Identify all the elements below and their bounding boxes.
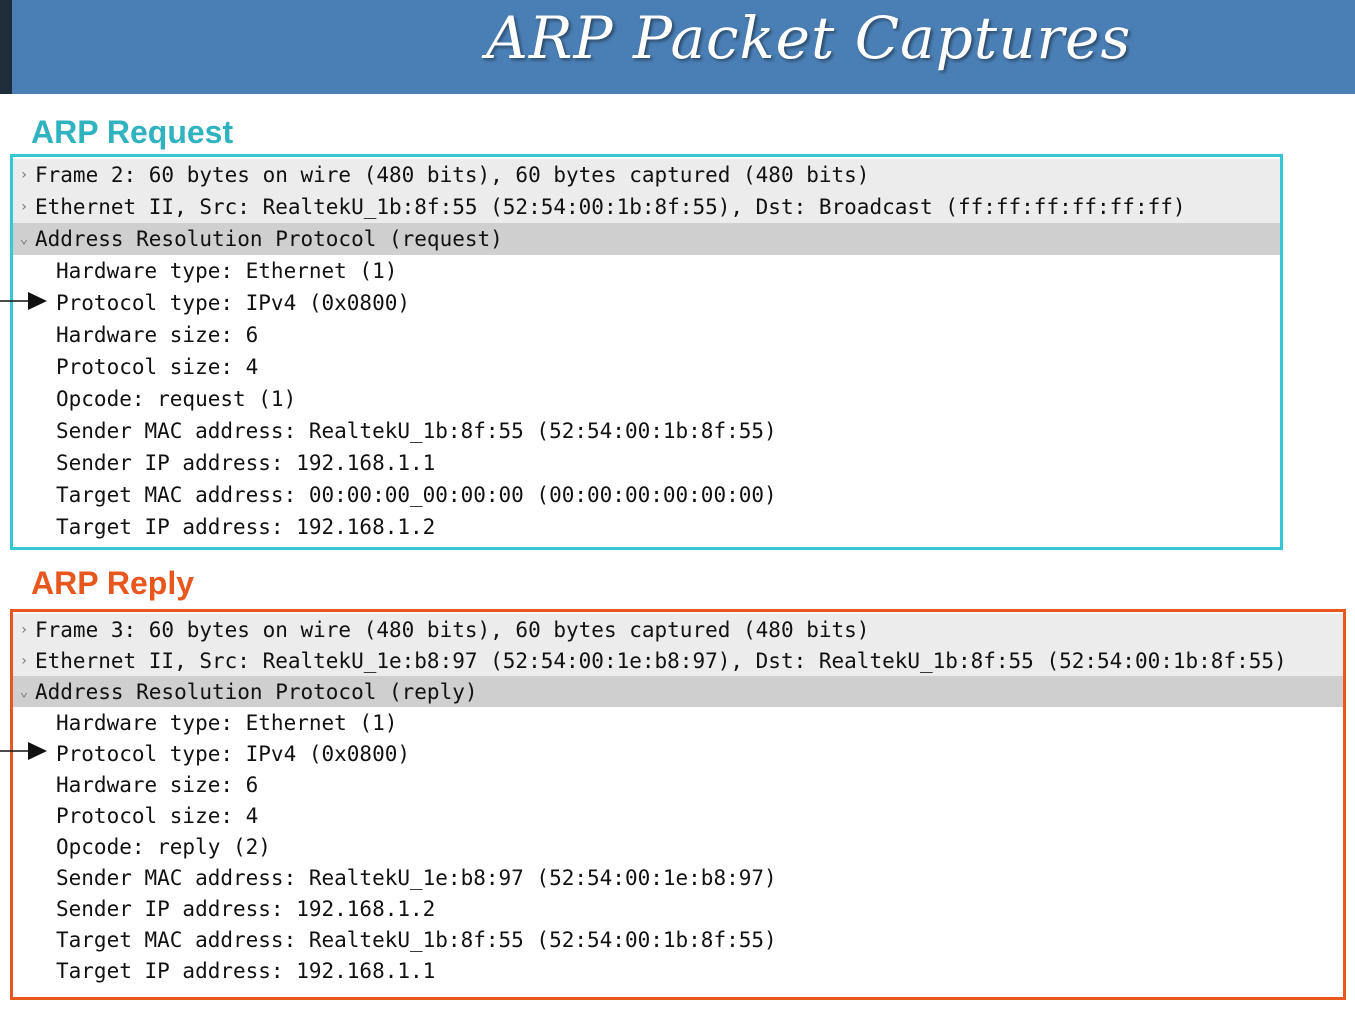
tree-row-label: Frame 2: 60 bytes on wire (480 bits), 60…	[35, 163, 870, 187]
tree-row-label: Ethernet II, Src: RealtekU_1e:b8:97 (52:…	[35, 648, 1287, 673]
field-protocol-size[interactable]: Protocol size: 4	[56, 803, 259, 828]
field-hardware-size[interactable]: Hardware size: 6	[56, 772, 259, 797]
field-sender-ip[interactable]: Sender IP address: 192.168.1.1	[56, 451, 436, 475]
arrow-right-icon	[0, 292, 47, 310]
field-hardware-type[interactable]: Hardware type: Ethernet (1)	[56, 710, 398, 735]
field-hardware-type[interactable]: Hardware type: Ethernet (1)	[56, 259, 398, 283]
field-target-ip[interactable]: Target IP address: 192.168.1.2	[56, 515, 436, 539]
tree-row-ethernet[interactable]: › Ethernet II, Src: RealtekU_1e:b8:97 (5…	[13, 645, 1343, 676]
title-banner: ARP Packet Captures	[0, 0, 1355, 94]
tree-row-label: Address Resolution Protocol (request)	[35, 227, 503, 251]
tree-row-arp[interactable]: ⌄ Address Resolution Protocol (request)	[13, 223, 1280, 255]
field-opcode[interactable]: Opcode: reply (2)	[56, 834, 271, 859]
tree-row-label: Frame 3: 60 bytes on wire (480 bits), 60…	[35, 617, 870, 642]
tree-row-frame[interactable]: › Frame 3: 60 bytes on wire (480 bits), …	[13, 614, 1343, 645]
chevron-right-icon[interactable]: ›	[19, 621, 29, 638]
reply-section-title: ARP Reply	[31, 565, 195, 601]
tree-row-frame[interactable]: › Frame 2: 60 bytes on wire (480 bits), …	[13, 159, 1280, 191]
chevron-right-icon[interactable]: ›	[19, 652, 29, 669]
banner-edge	[0, 0, 12, 94]
field-protocol-type[interactable]: Protocol type: IPv4 (0x0800)	[56, 291, 411, 315]
chevron-right-icon[interactable]: ›	[19, 167, 29, 183]
chevron-down-icon[interactable]: ⌄	[19, 683, 29, 700]
field-sender-mac[interactable]: Sender MAC address: RealtekU_1b:8f:55 (5…	[56, 419, 777, 443]
field-protocol-type[interactable]: Protocol type: IPv4 (0x0800)	[56, 741, 411, 766]
field-target-mac[interactable]: Target MAC address: RealtekU_1b:8f:55 (5…	[56, 927, 777, 952]
field-hardware-size[interactable]: Hardware size: 6	[56, 323, 259, 347]
field-target-mac[interactable]: Target MAC address: 00:00:00_00:00:00 (0…	[56, 483, 777, 507]
tree-row-label: Address Resolution Protocol (reply)	[35, 679, 478, 704]
tree-row-label: Ethernet II, Src: RealtekU_1b:8f:55 (52:…	[35, 195, 1186, 219]
request-section-title: ARP Request	[31, 114, 234, 150]
tree-row-ethernet[interactable]: › Ethernet II, Src: RealtekU_1b:8f:55 (5…	[13, 191, 1280, 223]
field-protocol-size[interactable]: Protocol size: 4	[56, 355, 259, 379]
request-packet-details: › Frame 2: 60 bytes on wire (480 bits), …	[10, 154, 1283, 550]
field-target-ip[interactable]: Target IP address: 192.168.1.1	[56, 958, 436, 983]
chevron-down-icon[interactable]: ⌄	[19, 231, 29, 247]
page-title: ARP Packet Captures	[486, 4, 1132, 72]
chevron-right-icon[interactable]: ›	[19, 199, 29, 215]
reply-packet-details: › Frame 3: 60 bytes on wire (480 bits), …	[10, 609, 1346, 1000]
arrow-right-icon	[0, 742, 47, 760]
field-sender-mac[interactable]: Sender MAC address: RealtekU_1e:b8:97 (5…	[56, 865, 777, 890]
tree-row-arp[interactable]: ⌄ Address Resolution Protocol (reply)	[13, 676, 1343, 707]
field-opcode[interactable]: Opcode: request (1)	[56, 387, 297, 411]
field-sender-ip[interactable]: Sender IP address: 192.168.1.2	[56, 896, 436, 921]
